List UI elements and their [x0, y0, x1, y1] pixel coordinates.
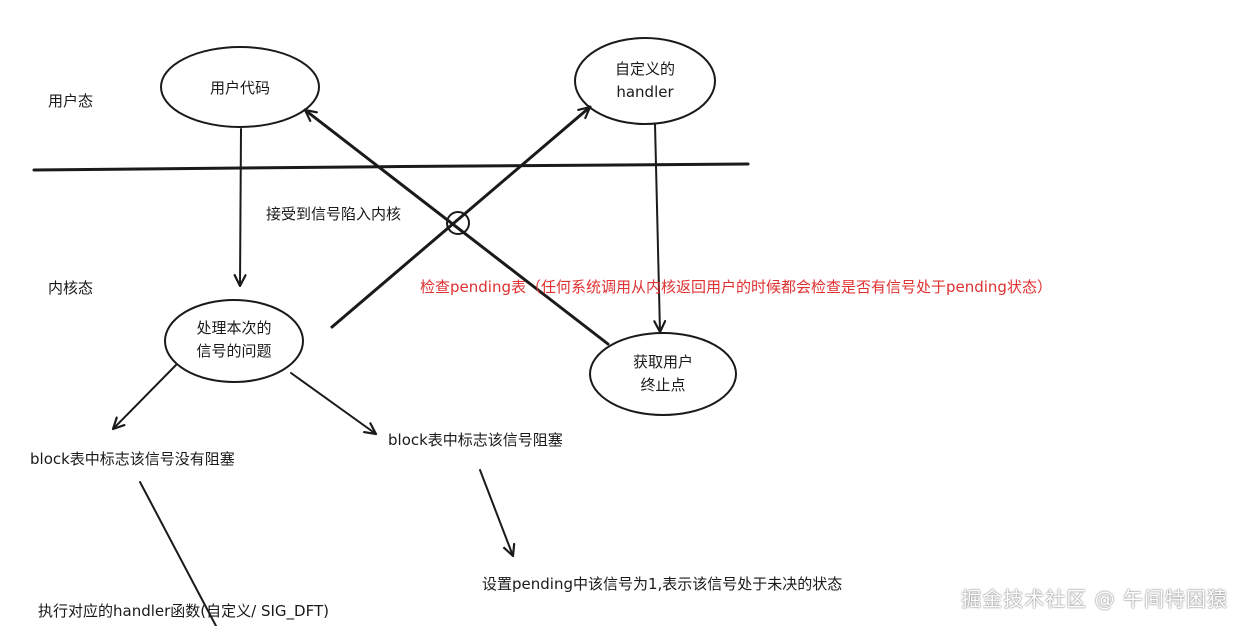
- user-code-label: 用户代码: [210, 79, 270, 97]
- custom-handler-label-line1: 自定义的: [615, 60, 675, 78]
- arrow-to-blocked: [290, 372, 378, 436]
- not-blocked-label: block表中标志该信号没有阻塞: [30, 450, 235, 468]
- blocked-label: block表中标志该信号阻塞: [388, 431, 563, 449]
- arrow-endpoint-to-usercode: [303, 108, 610, 346]
- check-pending-label: 检查pending表（任何系统调用从内核返回用户的时候都会检查是否有信号处于pe…: [420, 278, 1052, 296]
- custom-handler-label-line2: handler: [616, 83, 674, 101]
- execute-handler-label: 执行对应的handler函数(自定义/ SIG_DFT): [38, 602, 329, 621]
- kernel-mode-label: 内核态: [48, 279, 93, 297]
- arrow-to-set-pending: [479, 469, 516, 558]
- arrow-process-to-custom-handler: [330, 105, 592, 329]
- watermark: 掘金技术社区 @ 午间特困猿: [961, 587, 1228, 611]
- process-signal-label-line2: 信号的问题: [196, 342, 271, 360]
- arrow-custom-handler-to-endpoint: [653, 123, 667, 334]
- crossing-circle: [446, 211, 470, 235]
- user-mode-label: 用户态: [48, 92, 93, 110]
- line-to-execute-handler: [139, 481, 217, 626]
- custom-handler-node: 自定义的 handler: [574, 37, 716, 125]
- process-signal-label-line1: 处理本次的: [196, 319, 271, 337]
- user-code-node: 用户代码: [160, 46, 320, 128]
- user-kernel-boundary-line: [32, 162, 750, 172]
- arrow-usercode-to-process: [233, 128, 247, 288]
- set-pending-label: 设置pending中该信号为1,表示该信号处于未决的状态: [482, 575, 842, 593]
- get-user-endpoint-label-line2: 终止点: [640, 376, 685, 394]
- get-user-endpoint-label-line1: 获取用户: [633, 353, 693, 371]
- arrow-to-not-blocked: [111, 364, 177, 431]
- process-signal-node: 处理本次的 信号的问题: [164, 299, 304, 383]
- trap-to-kernel-label: 接受到信号陷入内核: [266, 205, 401, 223]
- get-user-endpoint-node: 获取用户 终止点: [589, 332, 737, 416]
